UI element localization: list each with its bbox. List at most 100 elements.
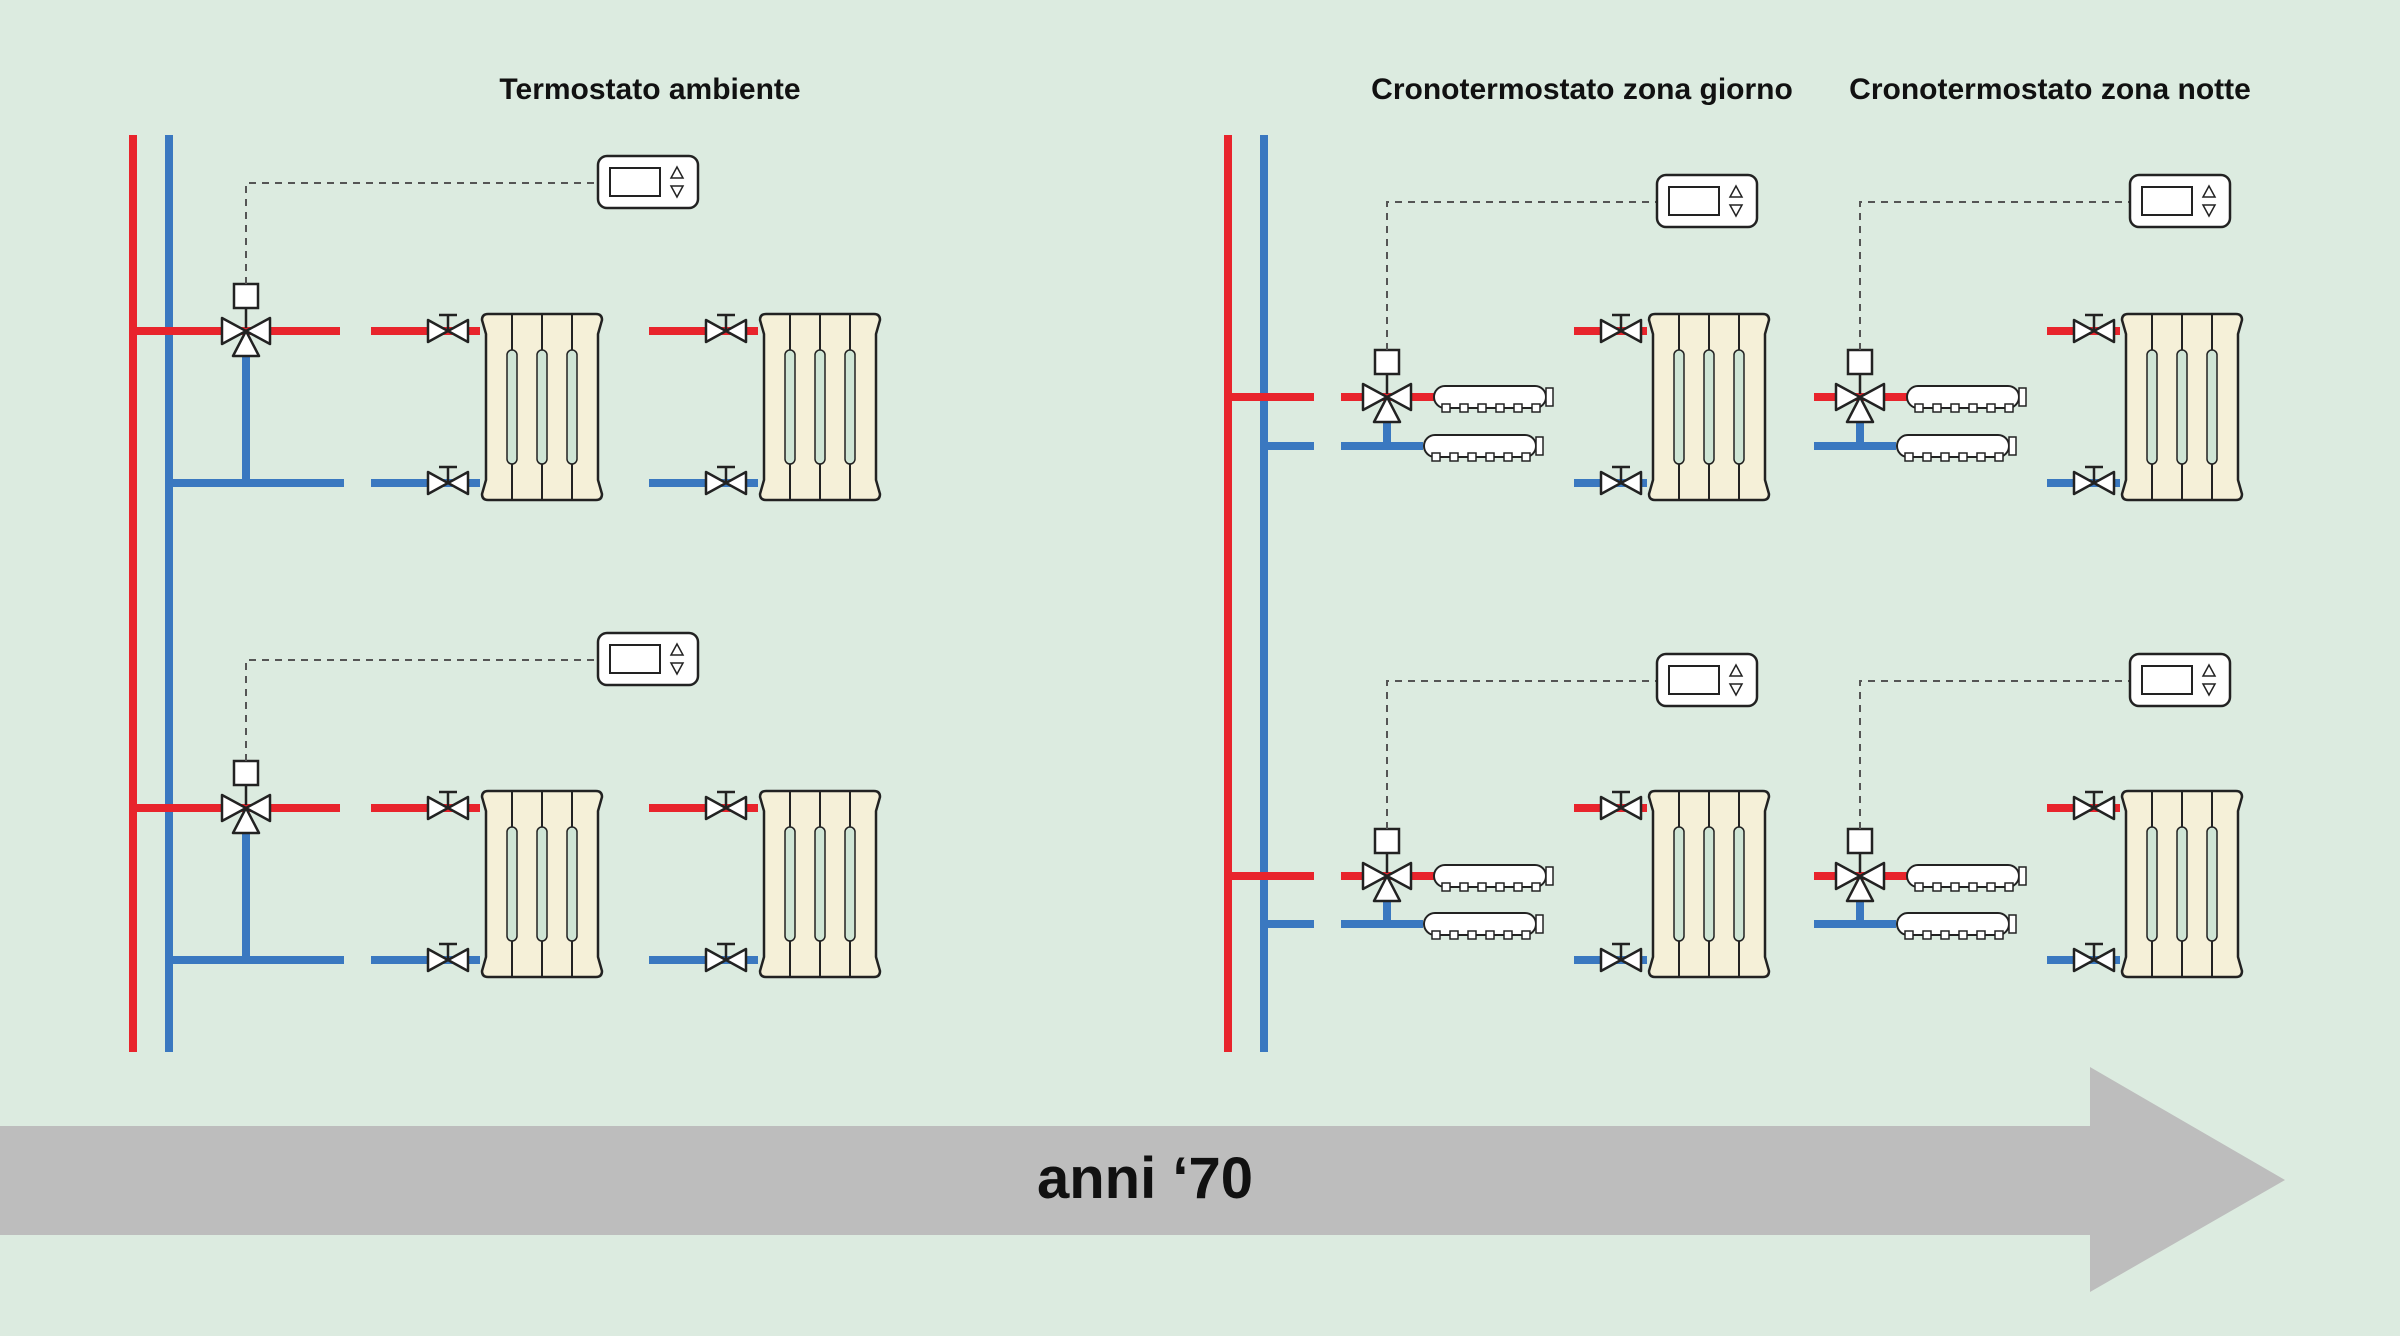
valve-port-right [244, 793, 272, 823]
radiator-tube [1733, 349, 1745, 465]
thermostat-icon [1655, 652, 1759, 708]
manifold-outlet [1968, 882, 1978, 892]
manifold-icon [1906, 385, 2027, 413]
valve-port-bottom [1845, 874, 1875, 903]
manifold-outlet [1459, 882, 1469, 892]
manifold-icon [1896, 434, 2017, 462]
radiator-tube [2176, 826, 2188, 942]
radiator-icon [2120, 789, 2244, 979]
manifold-outlet [1521, 930, 1531, 940]
manifold-outlet [1503, 452, 1513, 462]
manifold-body [1423, 434, 1537, 458]
valve-port-right [244, 316, 272, 346]
three-way-valve-icon [220, 759, 272, 835]
manifold-outlet [1449, 452, 1459, 462]
radiator-tube [2206, 349, 2218, 465]
radiator-tube [1673, 349, 1685, 465]
manifold-body [1906, 385, 2020, 409]
control-wire [1386, 201, 1657, 350]
manifold-outlet [1531, 403, 1541, 413]
valve-icon [2072, 465, 2116, 496]
manifold-outlet [1521, 452, 1531, 462]
manifold-icon [1896, 912, 2017, 940]
thermostat-up-icon [669, 642, 685, 656]
manifold-outlet [2004, 403, 2014, 413]
thermostat-icon [1655, 173, 1759, 229]
valve-port-left [1834, 382, 1862, 412]
valve-icon [1599, 313, 1643, 344]
manifold-body [1423, 912, 1537, 936]
radiator-tube [1673, 826, 1685, 942]
manifold-icon [1433, 385, 1554, 413]
radiator-tube [1733, 826, 1745, 942]
manifold-icon [1423, 434, 1544, 462]
valve-icon [704, 465, 748, 496]
label-crono-zona-notte: Cronotermostato zona notte [1849, 73, 2251, 106]
manifold-outlet [1994, 930, 2004, 940]
thermostat-display [2141, 665, 2193, 695]
valve-icon [704, 790, 748, 821]
actuator-box [1373, 827, 1401, 855]
thermostat-icon [2128, 173, 2232, 229]
manifold-cap [2018, 387, 2027, 407]
actuator-box [232, 282, 260, 310]
manifold-outlet [1477, 403, 1487, 413]
radiator-tube [844, 826, 856, 942]
timeline-arrow-icon [0, 1067, 2285, 1292]
radiator-tube [2206, 826, 2218, 942]
radiator-icon [1647, 312, 1771, 502]
manifold-outlet [1441, 882, 1451, 892]
thermostat-icon [596, 631, 700, 687]
zone-row [1228, 173, 2244, 502]
actuator-box [232, 759, 260, 787]
control-wire [1859, 201, 2130, 350]
manifold-body [1433, 864, 1547, 888]
thermostat-down-icon [669, 185, 685, 199]
radiator-tube [2146, 349, 2158, 465]
thermostat-up-icon [2201, 663, 2217, 677]
manifold-outlet [1477, 882, 1487, 892]
manifold-outlet [1950, 403, 1960, 413]
manifold-outlet [1950, 882, 1960, 892]
valve-port-bottom [1845, 395, 1875, 424]
valve-icon [704, 942, 748, 973]
valve-icon [1599, 942, 1643, 973]
valve-port-left [1361, 861, 1389, 891]
valve-icon [1599, 465, 1643, 496]
manifold-outlet [1914, 882, 1924, 892]
manifold-body [1906, 864, 2020, 888]
radiator-tube [814, 349, 826, 465]
valve-icon [704, 313, 748, 344]
manifold-body [1433, 385, 1547, 409]
radiator-icon [480, 312, 604, 502]
manifold-outlet [1968, 403, 1978, 413]
manifold-outlet [1503, 930, 1513, 940]
three-way-valve-icon [1834, 827, 1886, 903]
manifold-outlet [1467, 930, 1477, 940]
actuator-box [1373, 348, 1401, 376]
valve-icon [426, 942, 470, 973]
manifold-body [1896, 434, 2010, 458]
thermostat-icon [2128, 652, 2232, 708]
manifold-cap [1535, 436, 1544, 456]
radiator-tube [784, 826, 796, 942]
valve-icon [426, 790, 470, 821]
thermostat-down-icon [2201, 683, 2217, 697]
valve-icon [426, 465, 470, 496]
manifold-outlet [1914, 403, 1924, 413]
control-wire [1859, 680, 2130, 829]
valve-port-right [1858, 861, 1886, 891]
radiator-icon [480, 789, 604, 979]
manifold-cap [2008, 914, 2017, 934]
manifold-outlet [1513, 882, 1523, 892]
thermostat-up-icon [1728, 184, 1744, 198]
manifold-icon [1423, 912, 1544, 940]
thermostat-display [1668, 186, 1720, 216]
actuator-box [1846, 827, 1874, 855]
radiator-tube [536, 826, 548, 942]
thermostat-display [609, 167, 661, 197]
zone-notte [1814, 652, 2244, 979]
manifold-outlet [1958, 930, 1968, 940]
thermostat-down-icon [1728, 683, 1744, 697]
